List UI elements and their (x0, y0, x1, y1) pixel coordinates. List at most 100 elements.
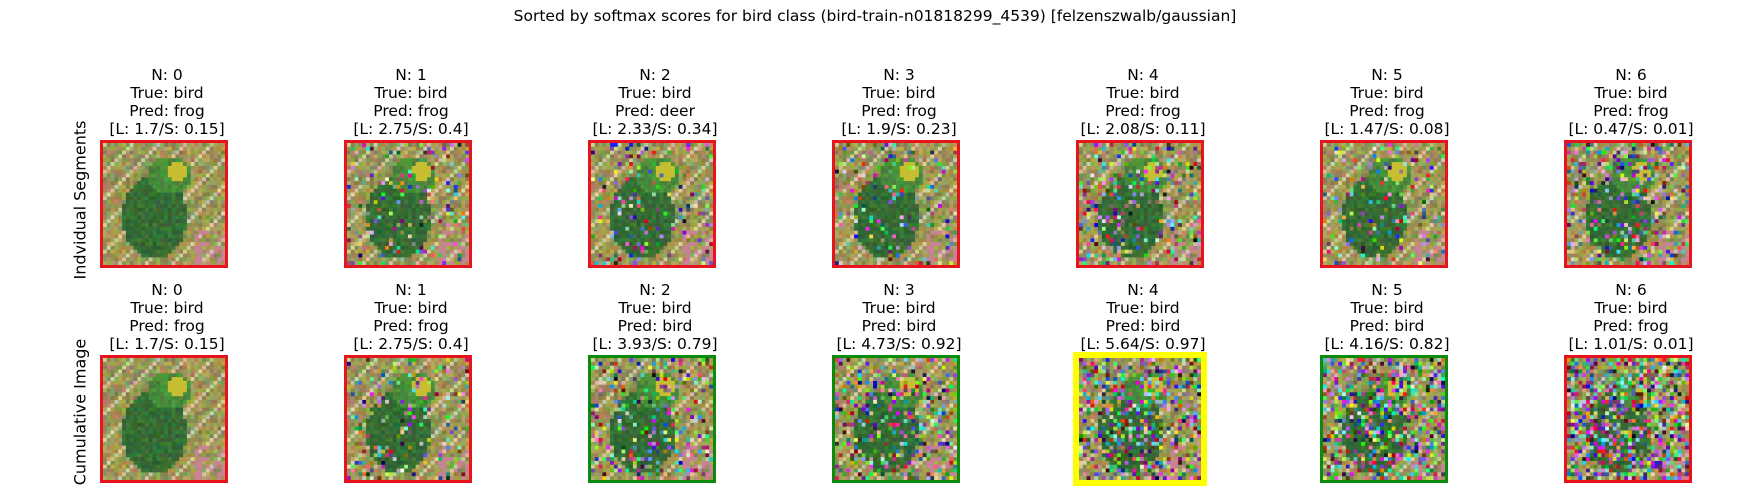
predicted-label: Pred: frog (129, 102, 205, 120)
true-label: True: bird (374, 299, 448, 317)
true-label: True: bird (1350, 84, 1424, 102)
panel-number: N: 0 (151, 281, 183, 299)
true-label: True: bird (862, 84, 936, 102)
true-label: True: bird (130, 299, 204, 317)
score-label: [L: 1.47/S: 0.08] (1324, 120, 1450, 138)
panel-number: N: 6 (1615, 281, 1647, 299)
score-label: [L: 4.16/S: 0.82] (1324, 335, 1450, 353)
panel-number: N: 1 (395, 66, 427, 84)
segment-image (1073, 352, 1207, 486)
score-label: [L: 4.73/S: 0.92] (836, 335, 962, 353)
panel-number: N: 5 (1371, 281, 1403, 299)
panel-number: N: 1 (395, 281, 427, 299)
predicted-label: Pred: bird (617, 317, 693, 335)
score-label: [L: 2.08/S: 0.11] (1080, 120, 1206, 138)
score-label: [L: 2.75/S: 0.4] (353, 120, 469, 138)
panel-number: N: 2 (639, 66, 671, 84)
panel-number: N: 3 (883, 281, 915, 299)
true-label: True: bird (1106, 299, 1180, 317)
panel-number: N: 3 (883, 66, 915, 84)
segment-image (832, 355, 960, 483)
predicted-label: Pred: frog (373, 102, 449, 120)
predicted-label: Pred: frog (373, 317, 449, 335)
score-label: [L: 2.75/S: 0.4] (353, 335, 469, 353)
segment-image (1320, 355, 1448, 483)
predicted-label: Pred: frog (1349, 102, 1425, 120)
segment-image (588, 355, 716, 483)
true-label: True: bird (374, 84, 448, 102)
score-label: [L: 1.7/S: 0.15] (109, 120, 225, 138)
true-label: True: bird (130, 84, 204, 102)
true-label: True: bird (1106, 84, 1180, 102)
predicted-label: Pred: deer (615, 102, 695, 120)
score-label: [L: 5.64/S: 0.97] (1080, 335, 1206, 353)
segment-image (344, 355, 472, 483)
score-label: [L: 2.33/S: 0.34] (592, 120, 718, 138)
predicted-label: Pred: frog (1593, 317, 1669, 335)
panel-number: N: 2 (639, 281, 671, 299)
segment-image (1076, 140, 1204, 268)
score-label: [L: 1.01/S: 0.01] (1568, 335, 1694, 353)
true-label: True: bird (862, 299, 936, 317)
panel-number: N: 4 (1127, 66, 1159, 84)
score-label: [L: 1.7/S: 0.15] (109, 335, 225, 353)
figure-title: Sorted by softmax scores for bird class … (513, 7, 1237, 25)
segment-image (1564, 140, 1692, 268)
score-label: [L: 1.9/S: 0.23] (841, 120, 957, 138)
row-label-cumulative-image: Cumulative Image (70, 338, 90, 486)
true-label: True: bird (1594, 299, 1668, 317)
segment-image (832, 140, 960, 268)
segment-image (100, 140, 228, 268)
true-label: True: bird (1350, 299, 1424, 317)
predicted-label: Pred: frog (129, 317, 205, 335)
panel-number: N: 0 (151, 66, 183, 84)
panel-number: N: 6 (1615, 66, 1647, 84)
segment-image (100, 355, 228, 483)
predicted-label: Pred: frog (1593, 102, 1669, 120)
predicted-label: Pred: bird (861, 317, 937, 335)
predicted-label: Pred: bird (1349, 317, 1425, 335)
panel-number: N: 4 (1127, 281, 1159, 299)
segment-image (1320, 140, 1448, 268)
predicted-label: Pred: bird (1105, 317, 1181, 335)
score-label: [L: 0.47/S: 0.01] (1568, 120, 1694, 138)
score-label: [L: 3.93/S: 0.79] (592, 335, 718, 353)
predicted-label: Pred: frog (861, 102, 937, 120)
segment-image (1564, 355, 1692, 483)
segment-image (344, 140, 472, 268)
true-label: True: bird (618, 299, 692, 317)
panel-number: N: 5 (1371, 66, 1403, 84)
true-label: True: bird (618, 84, 692, 102)
predicted-label: Pred: frog (1105, 102, 1181, 120)
true-label: True: bird (1594, 84, 1668, 102)
segment-image (588, 140, 716, 268)
row-label-individual-segments: Indvidual Segments (70, 120, 90, 280)
